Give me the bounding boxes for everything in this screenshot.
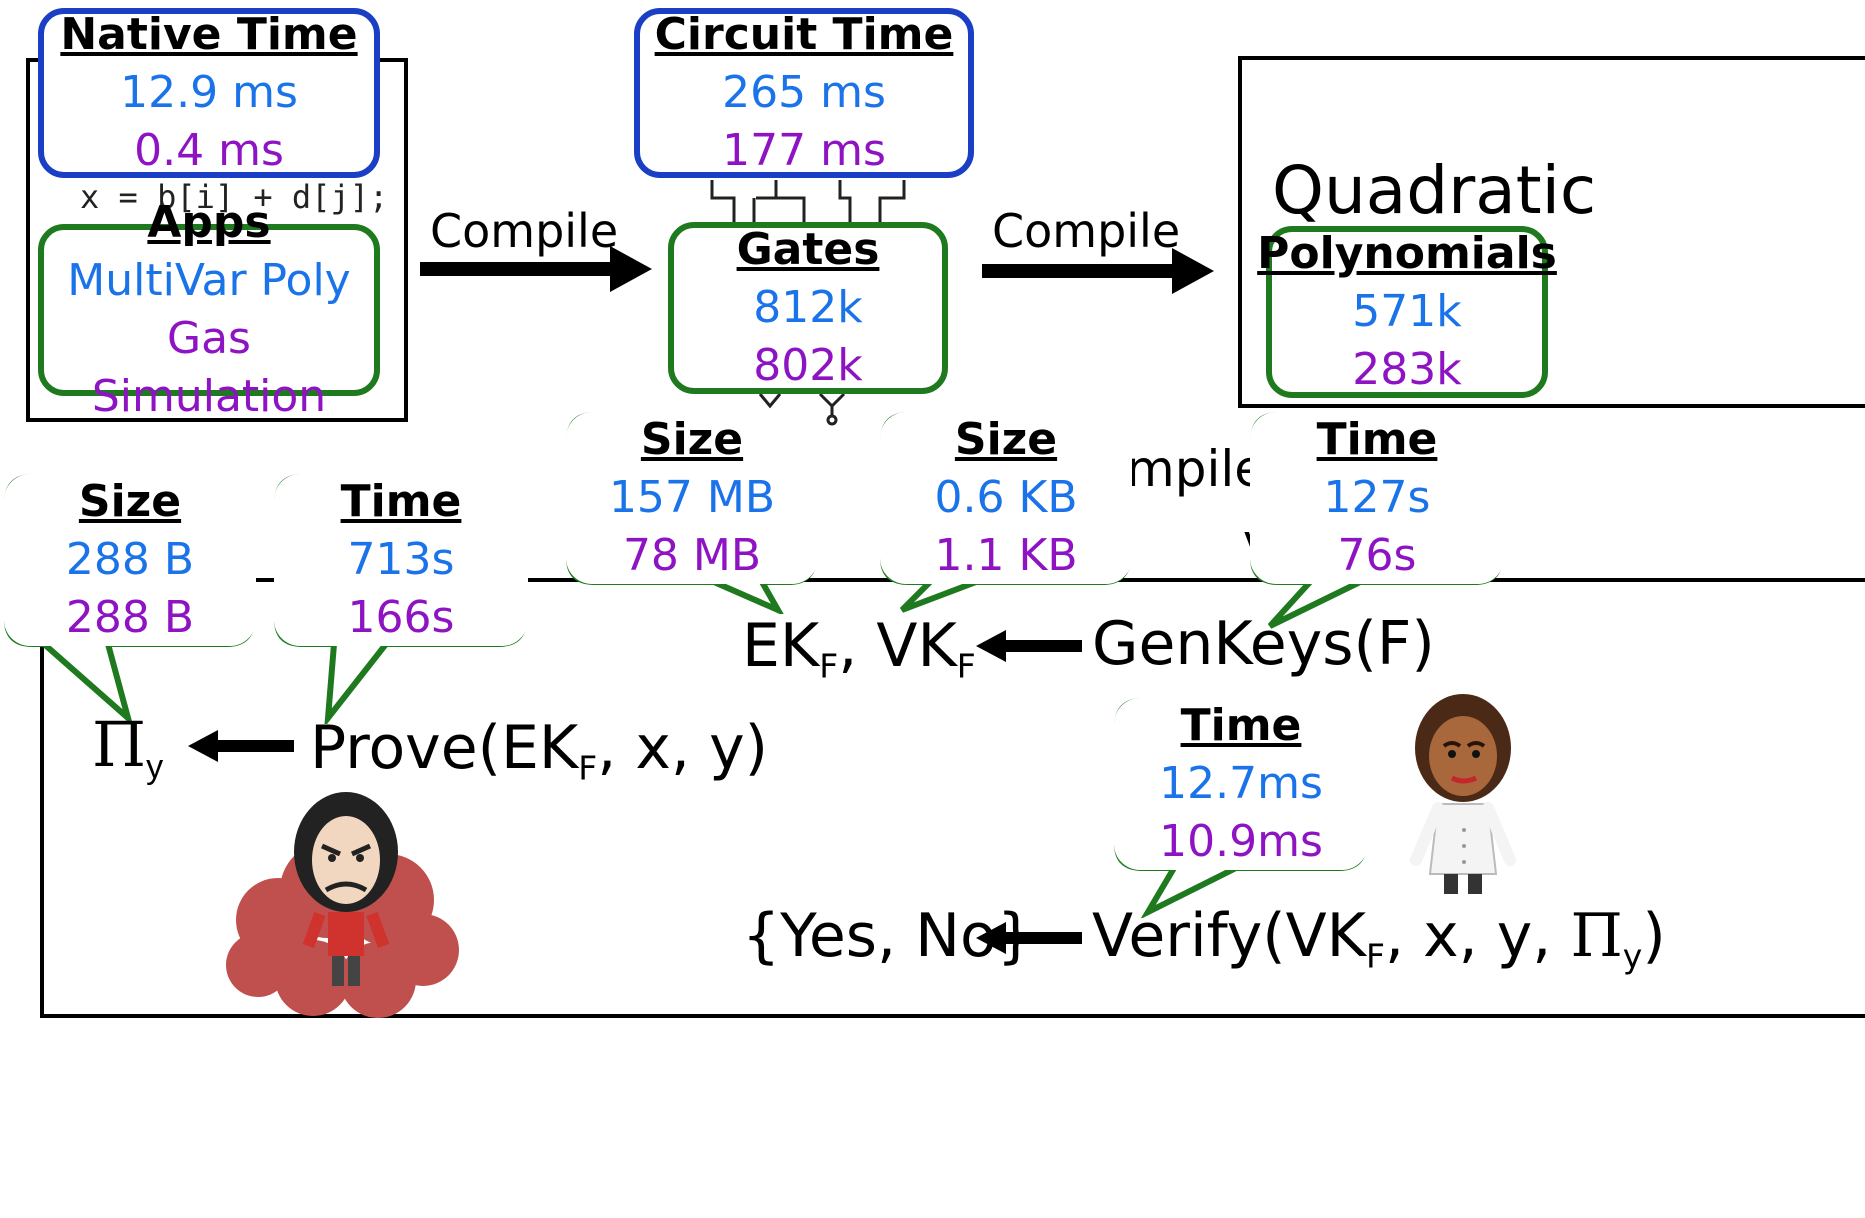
compile-arrow-2	[982, 248, 1214, 294]
prove-suffix: , x, y)	[597, 713, 768, 783]
ek-size-title: Size	[640, 413, 744, 465]
genkeys-time-value-1: 127s	[1323, 471, 1431, 523]
prove-label: Prove(EKF, x, y)	[310, 718, 768, 785]
verify-arrow	[976, 922, 1082, 954]
genkeys-time-text: Time 127s 76s	[1250, 412, 1504, 584]
ek-label: EK	[742, 611, 820, 681]
genkeys-time-value-2: 76s	[1337, 530, 1417, 582]
circuit-wires-bottom	[758, 392, 846, 426]
vk-size-text: Size 0.6 KB 1.1 KB	[880, 412, 1132, 584]
prove-arrow	[188, 730, 294, 762]
verify-close: )	[1642, 901, 1666, 971]
verify-pi: Π	[1570, 901, 1623, 971]
native-time-title: Native Time	[60, 8, 358, 60]
verify-prefix: Verify(VK	[1092, 901, 1367, 971]
native-time-value-1: 12.9 ms	[120, 66, 298, 118]
circuit-time-value-1: 265 ms	[722, 66, 886, 118]
polynomials-box: Polynomials 571k 283k	[1257, 226, 1557, 398]
polynomials-title: Polynomials	[1257, 227, 1557, 279]
prove-time-value-2: 166s	[347, 592, 455, 644]
apps-item-2: Gas Simulation	[91, 313, 327, 423]
verify-time-title: Time	[1180, 699, 1302, 751]
keys-output: EKF, VKF	[742, 616, 976, 683]
keys-comma: ,	[838, 611, 858, 681]
prover-avatar	[226, 792, 459, 1018]
apps-item-1: MultiVar Poly	[67, 254, 351, 306]
compile-arrow-1	[420, 246, 652, 292]
polynomials-value-1: 571k	[1352, 285, 1462, 337]
proof-size-title: Size	[78, 475, 182, 527]
vk-subscript: F	[956, 646, 976, 686]
verify-subscript-f: F	[1366, 936, 1385, 976]
prove-subscript: F	[578, 748, 598, 788]
verify-time-value-1: 12.7ms	[1159, 757, 1323, 809]
gates-value-2: 802k	[753, 340, 863, 392]
verify-mid: , x, y,	[1385, 901, 1571, 971]
compile-fragment-text: mpile	[1126, 440, 1265, 498]
ek-size-bubble: Size 157 MB 78 MB	[566, 412, 818, 614]
circuit-time-title: Circuit Time	[654, 8, 954, 60]
prove-time-text: Time 713s 166s	[274, 474, 528, 646]
proof-size-text: Size 288 B 288 B	[4, 474, 256, 646]
verify-subscript-y: y	[1622, 936, 1643, 976]
ek-size-value-1: 157 MB	[608, 471, 776, 523]
verify-time-value-2: 10.9ms	[1159, 816, 1323, 868]
prove-time-title: Time	[340, 475, 462, 527]
genkeys-time-title: Time	[1316, 413, 1438, 465]
quadratic-label: Quadratic	[1272, 152, 1597, 229]
prove-time-value-1: 713s	[347, 533, 455, 585]
vk-size-value-1: 0.6 KB	[934, 471, 1078, 523]
native-time-box: Native Time 12.9 ms 0.4 ms	[38, 8, 380, 178]
vk-size-title: Size	[954, 413, 1058, 465]
gates-value-1: 812k	[753, 281, 863, 333]
verifier-avatar	[1410, 694, 1516, 894]
ek-subscript: F	[819, 646, 839, 686]
apps-title: Apps	[147, 196, 271, 248]
compile-label-2: Compile	[992, 204, 1181, 258]
proof-symbol: Πy	[92, 714, 163, 784]
pi-subscript: y	[146, 747, 164, 786]
circuit-time-box: Circuit Time 265 ms 177 ms	[634, 8, 974, 178]
verify-time-text: Time 12.7ms 10.9ms	[1114, 698, 1368, 870]
pi-label: Π	[92, 708, 147, 781]
vk-size-bubble: Size 0.6 KB 1.1 KB	[880, 412, 1132, 614]
genkeys-time-bubble: Time 127s 76s	[1250, 412, 1504, 632]
circuit-wires	[710, 180, 906, 224]
vk-label: VK	[876, 611, 957, 681]
vk-size-value-2: 1.1 KB	[934, 530, 1078, 582]
verify-time-bubble: Time 12.7ms 10.9ms	[1114, 698, 1368, 918]
circuit-time-value-2: 177 ms	[722, 125, 886, 177]
proof-size-value-1: 288 B	[65, 533, 195, 585]
proof-size-bubble: Size 288 B 288 B	[4, 474, 256, 724]
gates-title: Gates	[736, 223, 880, 275]
apps-box: Apps MultiVar Poly Gas Simulation	[38, 197, 380, 422]
code-line: x = b[i] + d[j];	[80, 178, 389, 216]
ek-size-value-2: 78 MB	[622, 530, 762, 582]
prove-time-bubble: Time 713s 166s	[274, 474, 528, 724]
compile-label-1: Compile	[430, 204, 619, 258]
prove-prefix: Prove(EK	[310, 713, 579, 783]
proof-size-value-2: 288 B	[65, 592, 195, 644]
native-time-value-2: 0.4 ms	[134, 125, 284, 177]
genkeys-arrow	[976, 630, 1082, 662]
ek-size-text: Size 157 MB 78 MB	[566, 412, 818, 584]
verify-label: Verify(VKF, x, y, Πy)	[1092, 906, 1666, 973]
polynomials-value-2: 283k	[1352, 344, 1462, 396]
gates-box: Gates 812k 802k	[668, 222, 948, 394]
genkeys-label: GenKeys(F)	[1092, 609, 1435, 679]
prover-figure-icon	[294, 792, 398, 986]
